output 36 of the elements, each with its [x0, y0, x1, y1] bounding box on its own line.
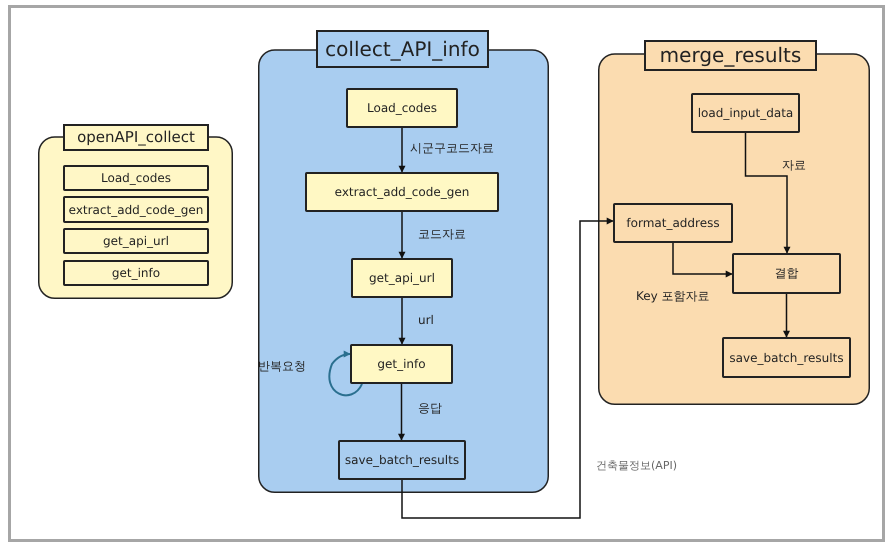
edge-label: 시군구코드자료 [410, 140, 494, 157]
process-box: get_info [63, 260, 209, 286]
process-box: Load_codes [63, 165, 209, 191]
process-box: 결합 [732, 253, 841, 294]
process-box: extract_add_code_gen [305, 172, 499, 212]
edge-label: 자료 [782, 157, 806, 174]
process-box: Load_codes [346, 88, 458, 128]
process-box: save_batch_results [722, 337, 851, 378]
group-title: openAPI_collect [76, 127, 196, 148]
edge-label: 건축물정보(API) [596, 458, 677, 473]
process-box: get_api_url [63, 228, 209, 254]
group-title: merge_results [658, 42, 802, 69]
edge-label: 코드자료 [418, 226, 466, 243]
process-box: extract_add_code_gen [63, 196, 209, 223]
arrow [783, 294, 790, 338]
edge-label: 응답 [418, 400, 442, 417]
process-box: get_api_url [351, 258, 453, 298]
arrow [398, 384, 405, 441]
arrow [328, 350, 363, 396]
group-panel [258, 30, 549, 493]
arrow [401, 218, 614, 519]
process-box: save_batch_results [338, 440, 466, 480]
group-title: collect_API_info [324, 36, 481, 63]
edge-label: url [418, 313, 434, 327]
arrow [398, 212, 406, 259]
edge-label: 반복요청 [258, 358, 306, 375]
group-panel [38, 124, 233, 299]
process-box: get_info [350, 344, 453, 384]
arrow [398, 298, 406, 345]
arrow [672, 243, 733, 278]
process-box: load_input_data [691, 93, 800, 133]
arrow [744, 133, 790, 254]
group-panel [598, 40, 870, 405]
process-box: format_address [613, 203, 733, 243]
arrow [398, 128, 406, 173]
edge-label: Key 포함자료 [636, 288, 710, 305]
